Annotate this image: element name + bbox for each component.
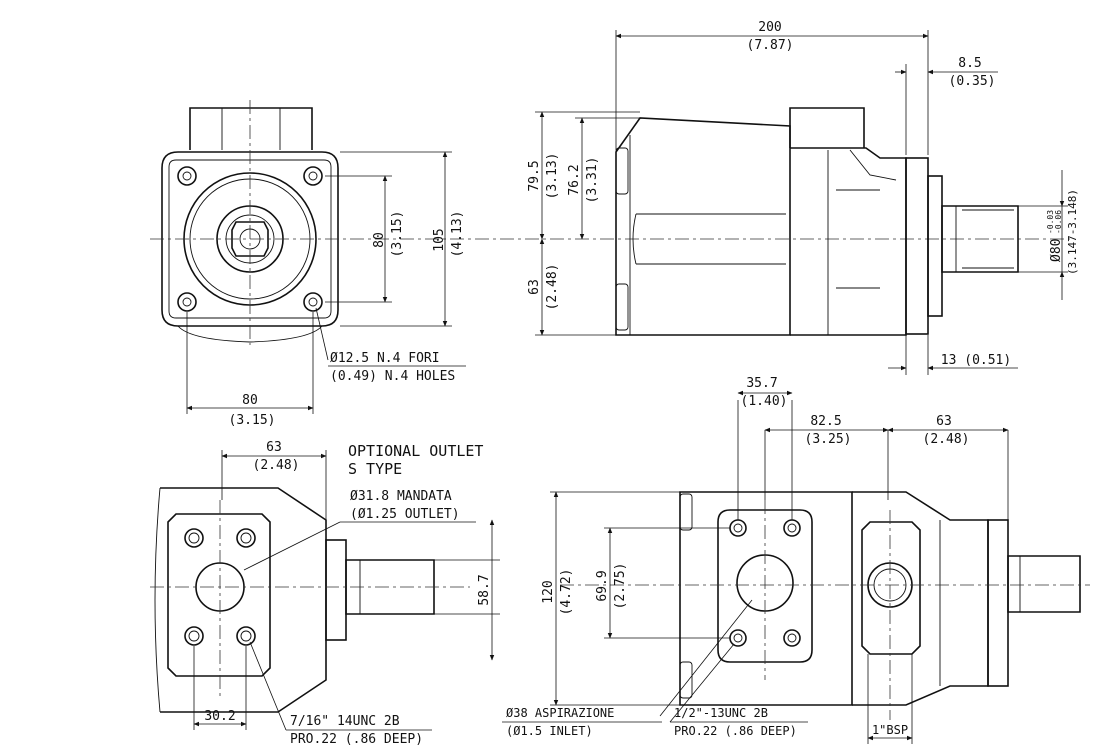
dim-35-7: 35.7 bbox=[746, 376, 777, 391]
dim-200-in: (7.87) bbox=[747, 38, 794, 53]
dim-82-5: 82.5 bbox=[810, 414, 841, 429]
holes-note-line1: Ø12.5 N.4 FORI bbox=[330, 351, 440, 366]
dim-69-9: 69.9 bbox=[595, 570, 610, 601]
thread-hole bbox=[236, 528, 256, 548]
outlet-thread-line1: 7/16" 14UNC 2B bbox=[290, 714, 400, 729]
mandata-line2: (Ø1.25 OUTLET) bbox=[350, 507, 460, 522]
dim-82-5-in: (3.25) bbox=[805, 432, 852, 447]
side-view: 200 (7.87) 8.5 (0.35) 79.5 (3.13) 76.2 (… bbox=[527, 20, 1079, 375]
dim-120: 120 bbox=[541, 580, 556, 603]
dim-120-in: (4.72) bbox=[559, 569, 574, 616]
dim-35-7-in: (1.40) bbox=[741, 394, 788, 409]
dim-105-front: 105 bbox=[432, 228, 447, 251]
dim-79-5: 79.5 bbox=[527, 160, 542, 191]
dim-80-width-in: (3.15) bbox=[229, 413, 276, 428]
mounting-hole bbox=[303, 166, 323, 186]
front-view: 80 (3.15) 105 (4.13) 80 (3.15) Ø12.5 N.4… bbox=[150, 100, 1070, 428]
shaft-tol-up: -0.03 bbox=[1046, 210, 1055, 234]
inlet-thread-hole bbox=[729, 519, 747, 537]
dim-69-9-in: (2.75) bbox=[613, 563, 628, 610]
dim-76-2-in: (3.31) bbox=[585, 157, 600, 204]
dim-58-7: 58.7 bbox=[477, 574, 492, 605]
thread-hole bbox=[184, 626, 204, 646]
shaft-dia: Ø80 bbox=[1049, 239, 1064, 262]
shaft-len: 13 (0.51) bbox=[941, 353, 1011, 368]
dim-63-inlet-in: (2.48) bbox=[923, 432, 970, 447]
inlet-thread-hole bbox=[729, 629, 747, 647]
inlet-thread-hole bbox=[783, 519, 801, 537]
mounting-hole bbox=[177, 166, 197, 186]
outlet-title-line2: S TYPE bbox=[348, 460, 402, 478]
dim-76-2: 76.2 bbox=[567, 164, 582, 195]
shaft-dia-in: (3.147-3.148) bbox=[1066, 189, 1079, 275]
dim-63-inlet: 63 bbox=[936, 414, 952, 429]
dim-30-2: 30.2 bbox=[204, 709, 235, 724]
dim-80-front: 80 bbox=[372, 232, 387, 248]
dim-8-5-in: (0.35) bbox=[949, 74, 996, 89]
dim-200: 200 bbox=[758, 20, 781, 35]
inlet-thread-hole bbox=[783, 629, 801, 647]
dim-63-outlet: 63 bbox=[266, 440, 282, 455]
dim-105-front-in: (4.13) bbox=[450, 211, 465, 258]
dim-80-width: 80 bbox=[242, 393, 258, 408]
thread-hole bbox=[184, 528, 204, 548]
dim-79-5-in: (3.13) bbox=[545, 153, 560, 200]
inlet-thread-line1: 1/2"-13UNC 2B bbox=[674, 706, 768, 720]
thread-hole bbox=[236, 626, 256, 646]
mandata-line1: Ø31.8 MANDATA bbox=[350, 489, 452, 504]
inlet-view: 35.7 (1.40) 82.5 (3.25) 63 (2.48) 120 (4… bbox=[502, 376, 1090, 744]
dim-80-front-in: (3.15) bbox=[390, 211, 405, 258]
aspirazione-line1: Ø38 ASPIRAZIONE bbox=[506, 706, 614, 720]
dim-8-5: 8.5 bbox=[958, 56, 981, 71]
mounting-hole bbox=[303, 292, 323, 312]
outlet-thread-line2: PRO.22 (.86 DEEP) bbox=[290, 732, 423, 747]
dim-63-side-in: (2.48) bbox=[545, 264, 560, 311]
outlet-view: OPTIONAL OUTLET S TYPE 63 (2.48) Ø31.8 M… bbox=[150, 440, 500, 747]
bsp-label: 1"BSP bbox=[872, 723, 908, 737]
outlet-title-line1: OPTIONAL OUTLET bbox=[348, 442, 483, 460]
aspirazione-line2: (Ø1.5 INLET) bbox=[506, 724, 593, 738]
dim-63-side: 63 bbox=[527, 279, 542, 295]
holes-note-line2: (0.49) N.4 HOLES bbox=[330, 369, 455, 384]
mounting-hole bbox=[177, 292, 197, 312]
shaft-tol-low: -0.06 bbox=[1054, 210, 1063, 234]
inlet-thread-line2: PRO.22 (.86 DEEP) bbox=[674, 724, 797, 738]
dim-63-outlet-in: (2.48) bbox=[253, 458, 300, 473]
